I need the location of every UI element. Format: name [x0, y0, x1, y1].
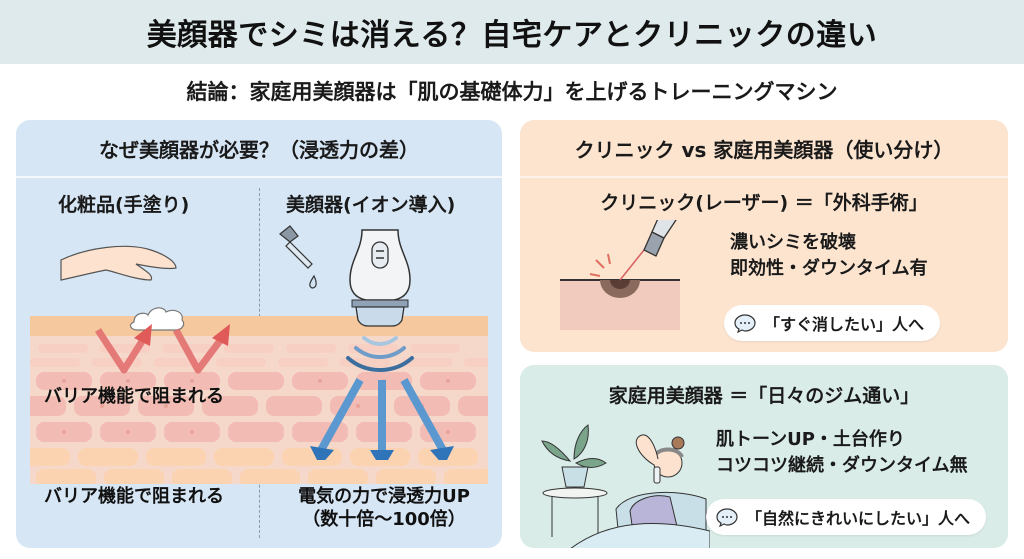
clinic-target-text: 「すぐ消したい」人へ — [764, 315, 925, 334]
laser-icon — [560, 220, 680, 330]
device-caption-line2: （数十倍〜100倍） — [302, 508, 466, 530]
home-bullet-1: 肌トーンUP・土台作り — [716, 429, 905, 450]
plant-icon — [541, 424, 608, 537]
home-heading: 家庭用美顔器 ＝「日々のジム通い」 — [608, 385, 920, 407]
clinic-bullets: 濃いシミを破壊 即効性・ダウンタイム有 — [730, 230, 928, 282]
deflected-arrow-icon — [95, 324, 230, 374]
clinic-bullet-1: 濃いシミを破壊 — [730, 232, 856, 253]
clinic-heading: クリニック(レーザー) ＝「外科手術」 — [600, 192, 928, 214]
conclusion-subtitle: 結論：家庭用美顔器は「肌の基礎体力」を上げるトレーニングマシン — [186, 80, 838, 104]
clinic-panel: クリニック vs 家庭用美顔器（使い分け） クリニック(レーザー) ＝「外科手術… — [520, 120, 1008, 352]
device-illustration — [279, 225, 454, 460]
speech-bubble-icon — [716, 508, 738, 527]
hand-icon — [60, 245, 230, 374]
home-target-pill: 「自然にきれいにしたい」人へ — [706, 499, 987, 535]
home-bullet-2: コツコツ継続・ダウンタイム無 — [716, 455, 968, 477]
barrier-overlay-caption: バリア機能で阻まれる — [44, 386, 224, 407]
cosmetics-title: 化粧品(手塗り) — [58, 194, 190, 216]
home-device-panel: 家庭用美顔器 ＝「日々のジム通い」 肌トーンUP・土台作り コツコツ継続・ダウン… — [520, 365, 1008, 548]
face-device-icon — [349, 229, 411, 327]
speech-bubble-icon — [734, 314, 756, 333]
home-bullets: 肌トーンUP・土台作り コツコツ継続・ダウンタイム無 — [716, 427, 968, 479]
home-target-text: 「自然にきれいにしたい」人へ — [746, 509, 971, 528]
device-title: 美顔器(イオン導入) — [286, 194, 456, 216]
clinic-target-pill: 「すぐ消したい」人へ — [724, 305, 941, 341]
penetration-arrow-icon — [310, 378, 454, 460]
cream-icon — [129, 307, 185, 331]
title-bar: 美顔器でシミは消える？自宅ケアとクリニックの違い — [0, 0, 1024, 64]
penetration-panel: なぜ美顔器が必要？（浸透力の差） 化粧品(手塗り) 美顔器(イオン導入) — [16, 120, 502, 548]
skin-cross-section — [30, 316, 488, 484]
dropper-icon — [279, 225, 317, 289]
relaxing-woman-illustration — [541, 424, 710, 548]
clinic-bullet-2: 即効性・ダウンタイム有 — [730, 258, 928, 280]
penetration-panel-title: なぜ美顔器が必要？（浸透力の差） — [16, 120, 502, 178]
device-caption: 電気の力で浸透力UP （数十倍〜100倍） — [274, 486, 494, 531]
device-caption-line1: 電気の力で浸透力UP — [298, 486, 470, 507]
page-title: 美顔器でシミは消える？自宅ケアとクリニックの違い — [146, 18, 878, 53]
wave-icon — [346, 336, 414, 372]
comparison-panel-title: クリニック vs 家庭用美顔器（使い分け） — [520, 120, 1008, 178]
cosmetics-caption: バリア機能で阻まれる — [44, 486, 224, 507]
